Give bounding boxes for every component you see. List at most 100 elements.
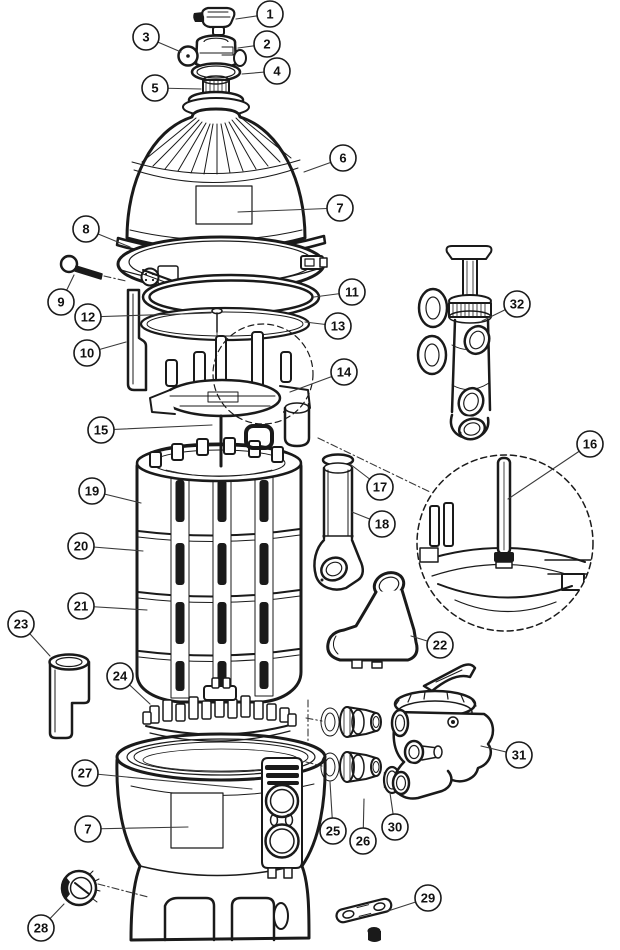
callout-number: 6 bbox=[339, 151, 346, 166]
callout-circle bbox=[349, 827, 377, 855]
callout-16: 16 bbox=[507, 430, 604, 500]
retainer-ring bbox=[139, 306, 311, 342]
callout-circle bbox=[368, 510, 396, 538]
callout-circle bbox=[256, 0, 284, 28]
callout-number: 7 bbox=[336, 201, 343, 216]
callout-22: 22 bbox=[410, 631, 454, 659]
callout-number: 32 bbox=[510, 297, 524, 312]
leader-line bbox=[84, 772, 253, 790]
leader-line bbox=[87, 826, 189, 830]
callout-number: 1 bbox=[266, 7, 273, 22]
callout-number: 10 bbox=[80, 346, 94, 361]
callout-circle bbox=[73, 339, 101, 367]
callout-27: 27 bbox=[71, 759, 253, 790]
filter-tank bbox=[115, 699, 327, 942]
leader-line bbox=[237, 207, 341, 213]
callout-number: 30 bbox=[388, 820, 402, 835]
callout-circle bbox=[7, 610, 35, 638]
callout-5: 5 bbox=[141, 74, 202, 102]
drain-wrench bbox=[335, 897, 393, 942]
callout-number: 29 bbox=[421, 891, 435, 906]
callout-circle bbox=[78, 477, 106, 505]
callout-layer: 1234567891011121314151617181920212223242… bbox=[7, 0, 604, 942]
callout-24: 24 bbox=[106, 662, 151, 705]
callout-11: 11 bbox=[313, 278, 366, 306]
detail-inset bbox=[416, 454, 594, 632]
callout-circle bbox=[74, 303, 102, 331]
callout-10: 10 bbox=[73, 339, 127, 367]
callout-number: 22 bbox=[433, 638, 447, 653]
grid-handle bbox=[244, 424, 274, 450]
callout-circle bbox=[72, 215, 100, 243]
callout-number: 25 bbox=[326, 824, 340, 839]
callout-number: 5 bbox=[151, 81, 158, 96]
callout-number: 21 bbox=[74, 599, 88, 614]
callout-8: 8 bbox=[72, 215, 131, 248]
callout-number: 24 bbox=[113, 669, 128, 684]
callout-19: 19 bbox=[78, 477, 142, 505]
align-line-upper bbox=[305, 717, 323, 722]
callout-circle bbox=[106, 662, 134, 690]
leader-line bbox=[87, 312, 212, 318]
callout-number: 4 bbox=[273, 64, 281, 79]
tank-label-plate bbox=[170, 792, 224, 849]
callout-circle bbox=[263, 57, 291, 85]
callout-14: 14 bbox=[289, 358, 358, 393]
callout-number: 19 bbox=[85, 484, 99, 499]
leader-line bbox=[100, 424, 213, 431]
leader-line bbox=[507, 443, 591, 500]
drain-plug bbox=[60, 869, 149, 907]
callout-number: 15 bbox=[94, 423, 108, 438]
callout-26: 26 bbox=[349, 798, 377, 855]
callout-18: 18 bbox=[351, 510, 396, 538]
callout-circle bbox=[324, 312, 352, 340]
callout-31: 31 bbox=[480, 741, 533, 769]
callout-circle bbox=[329, 144, 357, 172]
callout-circle bbox=[381, 813, 409, 841]
callout-number: 23 bbox=[14, 617, 28, 632]
callout-circle bbox=[253, 30, 281, 58]
callout-number: 12 bbox=[81, 310, 95, 325]
callout-circle bbox=[141, 74, 169, 102]
callout-9: 9 bbox=[47, 274, 75, 316]
callout-12: 12 bbox=[74, 303, 212, 331]
bottom-grid-element bbox=[142, 677, 297, 742]
callout-32: 32 bbox=[481, 290, 531, 322]
callout-7: 7 bbox=[237, 194, 354, 222]
callout-number: 18 bbox=[375, 517, 389, 532]
callout-circle bbox=[87, 416, 115, 444]
callout-circle bbox=[326, 194, 354, 222]
callout-circle bbox=[426, 631, 454, 659]
standpipe bbox=[313, 453, 364, 591]
callout-number: 11 bbox=[345, 285, 359, 300]
callout-circle bbox=[27, 914, 55, 942]
bulkhead-fitting-lower bbox=[339, 751, 382, 783]
callout-4: 4 bbox=[241, 57, 291, 85]
mounting-bracket bbox=[126, 288, 148, 392]
callout-circle bbox=[319, 817, 347, 845]
bulkhead-fitting-upper bbox=[339, 706, 382, 738]
callout-number: 31 bbox=[512, 748, 526, 763]
grid-columns bbox=[170, 471, 274, 699]
callout-circle bbox=[576, 430, 604, 458]
callout-circle bbox=[414, 884, 442, 912]
callout-circle bbox=[505, 741, 533, 769]
vent-knob bbox=[177, 45, 199, 67]
callout-25: 25 bbox=[319, 781, 347, 845]
detail-link-line bbox=[317, 437, 431, 493]
callout-number: 9 bbox=[57, 295, 64, 310]
callout-30: 30 bbox=[381, 792, 409, 841]
callout-28: 28 bbox=[27, 903, 65, 942]
bulkhead-panel bbox=[261, 757, 303, 879]
vent-o-ring bbox=[190, 62, 242, 82]
callout-21: 21 bbox=[67, 592, 148, 620]
callout-number: 8 bbox=[82, 222, 89, 237]
callout-1: 1 bbox=[235, 0, 284, 28]
callout-number: 13 bbox=[331, 319, 345, 334]
callout-number: 14 bbox=[337, 365, 352, 380]
callout-circle bbox=[132, 23, 160, 51]
callout-circle bbox=[330, 358, 358, 386]
multiport-valve bbox=[390, 663, 495, 800]
callout-15: 15 bbox=[87, 416, 213, 444]
